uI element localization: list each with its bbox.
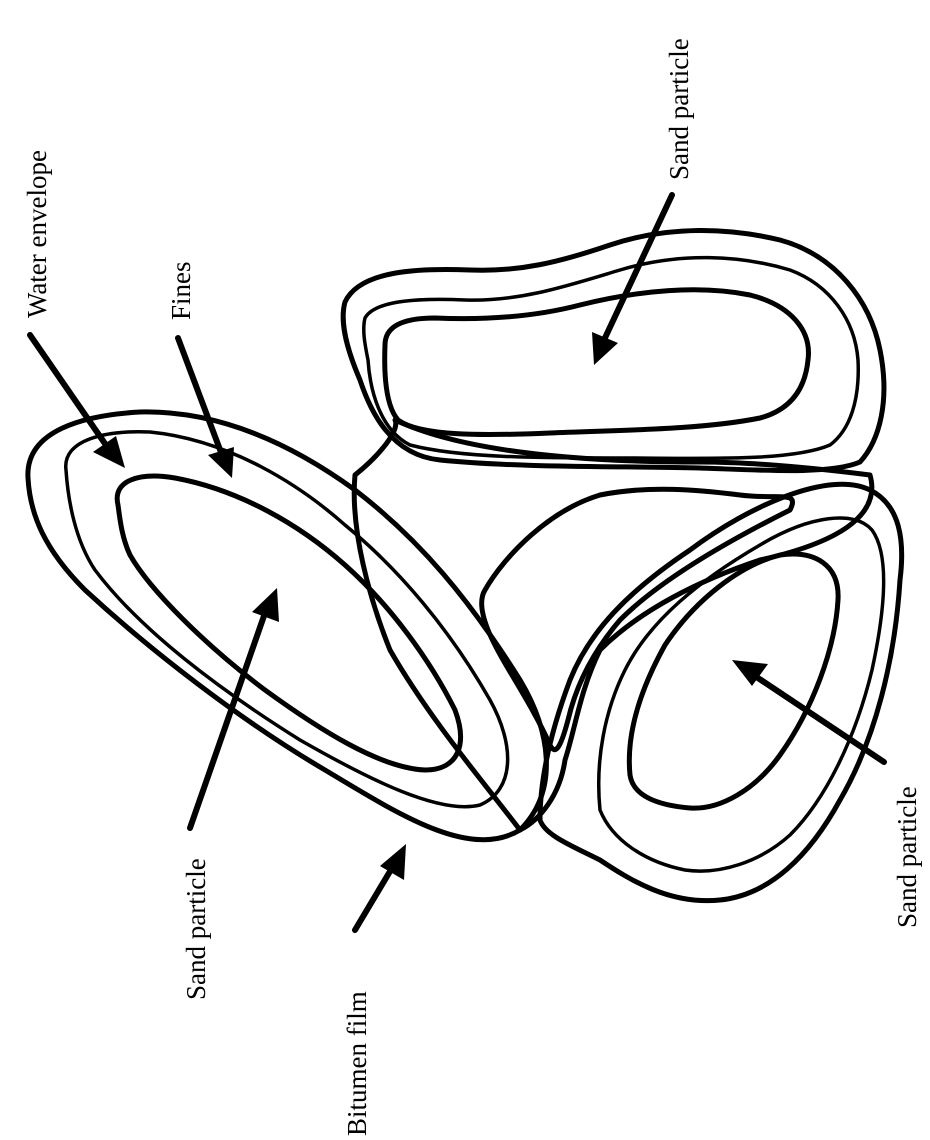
bitumen-film-region bbox=[28, 230, 902, 900]
arrow-sand-particle-left bbox=[190, 588, 279, 828]
label-bitumen-film: Bitumen film bbox=[342, 991, 372, 1136]
label-sand-particle-right: Sand particle bbox=[892, 786, 922, 928]
arrow-sand-particle-top bbox=[592, 195, 672, 365]
label-water-envelope: Water envelope bbox=[22, 150, 52, 318]
arrow-water-envelope bbox=[30, 335, 125, 468]
label-sand-particle-top: Sand particle bbox=[664, 38, 694, 180]
label-sand-particle-left: Sand particle bbox=[181, 858, 211, 1000]
label-fines: Fines bbox=[166, 261, 196, 320]
arrow-bitumen-film bbox=[355, 844, 406, 930]
arrow-fines bbox=[178, 338, 234, 478]
